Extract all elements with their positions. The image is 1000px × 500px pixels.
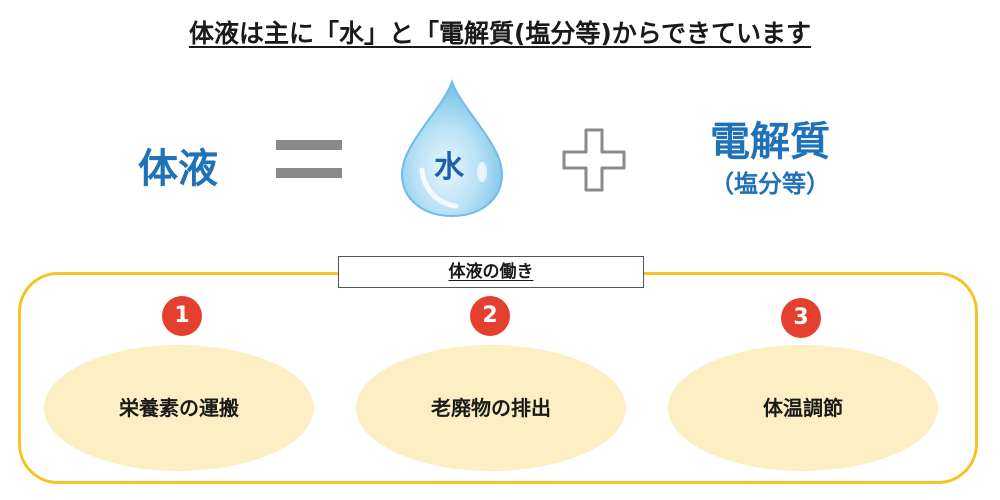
equals-bar-bottom xyxy=(276,168,342,178)
function-oval-excretion: 老廃物の排出 xyxy=(356,345,626,471)
water-drop-icon xyxy=(400,79,504,218)
plus-icon xyxy=(562,128,626,192)
function-oval-temperature: 体温調節 xyxy=(668,345,938,471)
function-oval-transport: 栄養素の運搬 xyxy=(44,345,314,471)
water-label: 水 xyxy=(434,150,464,185)
equals-bar-top xyxy=(276,140,342,150)
drop-highlight xyxy=(419,167,459,209)
body-fluid-label: 体液 xyxy=(138,146,218,192)
badge-2: 2 xyxy=(470,296,510,336)
badge-3: 3 xyxy=(781,298,821,338)
electrolyte-label: 電解質 （塩分等） xyxy=(680,116,860,200)
badge-1: 1 xyxy=(162,296,202,336)
drop-shine xyxy=(477,162,487,182)
electrolyte-sub: （塩分等） xyxy=(710,170,830,198)
page-title: 体液は主に「水」と「電解質(塩分等)からできています xyxy=(188,19,812,48)
equals-sign xyxy=(276,140,342,182)
functions-panel-label: 体液の働き xyxy=(338,256,644,288)
electrolyte-main: 電解質 xyxy=(710,119,830,165)
